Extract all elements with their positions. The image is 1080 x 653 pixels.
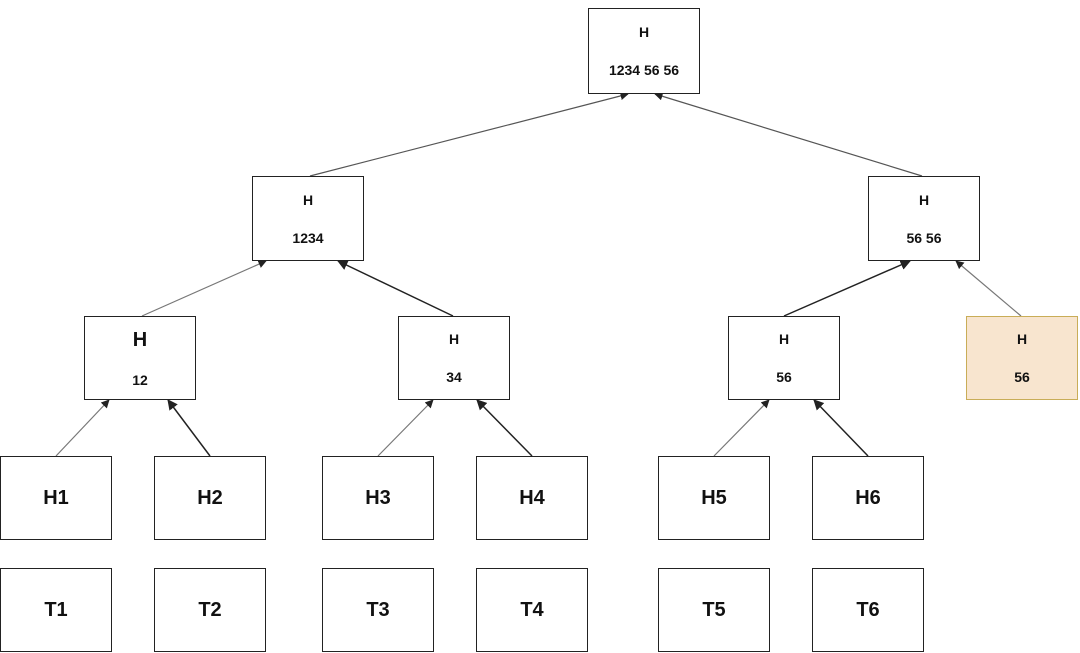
hash-node-1234: H 1234 (252, 176, 364, 261)
transaction-t4: T4 (476, 568, 588, 652)
leaf-hash-label: H5 (701, 486, 727, 509)
node-value: 56 (1014, 369, 1030, 385)
transaction-t6: T6 (812, 568, 924, 652)
transaction-label: T5 (702, 598, 726, 621)
edge-h6-h56 (813, 399, 869, 457)
node-value: 56 56 (906, 229, 942, 246)
node-value: 56 (776, 369, 792, 385)
transaction-label: T2 (198, 598, 222, 621)
node-label: H (302, 191, 314, 208)
transaction-label: T4 (520, 598, 544, 621)
leaf-hash-h5: H5 (658, 456, 770, 540)
edge-h1234-root (309, 91, 629, 177)
leaf-hash-h2: H2 (154, 456, 266, 540)
transaction-t1: T1 (0, 568, 112, 652)
node-label: H (1016, 331, 1028, 347)
node-label: H (448, 331, 460, 347)
edge-h4-h34 (476, 399, 533, 457)
node-label: H (778, 331, 790, 347)
edge-h5-h56 (713, 399, 770, 457)
node-label: H (132, 328, 148, 351)
node-value: 1234 56 56 (608, 62, 680, 78)
root-hash-node: H 1234 56 56 (588, 8, 700, 94)
edge-h56-h5656 (783, 259, 911, 317)
edge-h12-h1234 (141, 260, 267, 317)
hash-node-5656: H 56 56 (868, 176, 980, 261)
transaction-t3: T3 (322, 568, 434, 652)
transaction-t2: T2 (154, 568, 266, 652)
leaf-hash-label: H1 (43, 486, 69, 509)
transaction-label: T1 (44, 598, 68, 621)
leaf-hash-h1: H1 (0, 456, 112, 540)
leaf-hash-h4: H4 (476, 456, 588, 540)
leaf-hash-label: H3 (365, 486, 391, 509)
hash-node-56: H 56 (728, 316, 840, 400)
leaf-hash-h3: H3 (322, 456, 434, 540)
transaction-label: T3 (366, 598, 390, 621)
node-value: 34 (446, 369, 462, 385)
transaction-label: T6 (856, 598, 880, 621)
node-value: 1234 (292, 229, 324, 246)
node-value: 12 (132, 371, 148, 388)
transaction-t5: T5 (658, 568, 770, 652)
leaf-hash-label: H2 (197, 486, 223, 509)
edge-h1-h12 (55, 399, 110, 457)
edge-h56dup-h5656 (955, 260, 1022, 317)
hash-node-34: H 34 (398, 316, 510, 400)
duplicated-hash-node-56: H 56 (966, 316, 1078, 400)
leaf-hash-label: H4 (519, 486, 545, 509)
edge-h34-h1234 (337, 260, 454, 317)
leaf-hash-h6: H6 (812, 456, 924, 540)
node-label: H (918, 191, 930, 208)
edge-h2-h12 (167, 399, 211, 457)
node-label: H (638, 24, 650, 40)
edge-h3-h34 (377, 399, 434, 457)
leaf-hash-label: H6 (855, 486, 881, 509)
edge-h5656-root (654, 92, 923, 177)
hash-node-12: H 12 (84, 316, 196, 400)
